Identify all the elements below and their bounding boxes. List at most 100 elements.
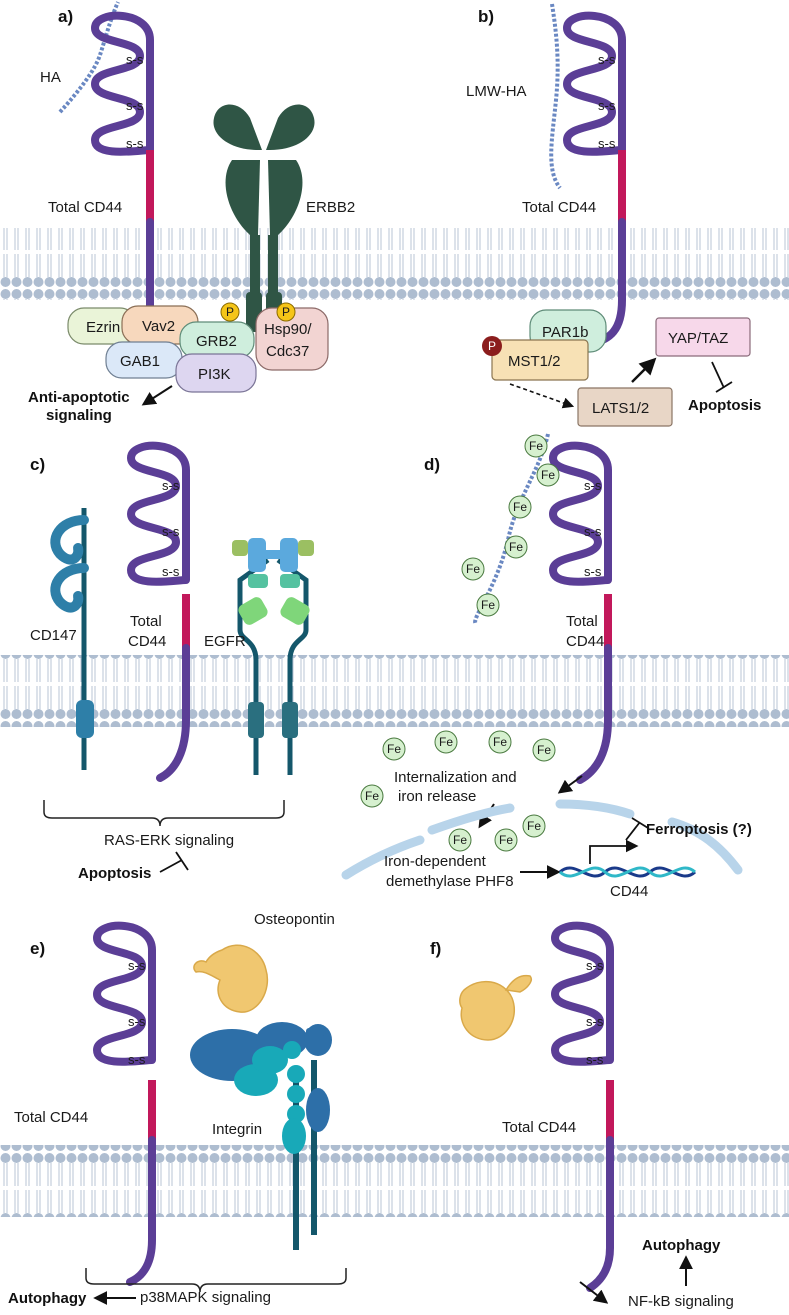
par1b-label: PAR1b — [542, 324, 588, 341]
ss-b2: s-s — [598, 98, 616, 113]
svg-text:Fe: Fe — [481, 598, 495, 612]
ferroptosis-label: Ferroptosis (?) — [646, 821, 752, 838]
fe-ion-3: Fe — [508, 495, 532, 519]
ss-f1: s-s — [586, 958, 604, 973]
ss-a3: s-s — [126, 136, 144, 151]
cd44-f — [550, 921, 614, 1292]
fe-ion-8: Fe — [434, 730, 458, 754]
phospho-a2-label: P — [282, 305, 290, 319]
fe-ion-9: Fe — [488, 730, 512, 754]
svg-text:Fe: Fe — [541, 468, 555, 482]
apoptosis-b: Apoptosis — [688, 397, 761, 414]
ha-label: HA — [40, 69, 61, 86]
cd44-c-label: CD44 — [128, 633, 166, 650]
fe-ion-6: Fe — [476, 593, 500, 617]
cd44-gene-label: CD44 — [610, 883, 648, 900]
ss-c3: s-s — [162, 564, 180, 579]
phospho-a1 — [220, 302, 240, 322]
arrow-d4 — [589, 839, 639, 864]
membrane-top — [0, 228, 789, 300]
lmw-ha-label: LMW-HA — [466, 83, 527, 100]
membrane-bottom — [0, 1145, 789, 1217]
ss-f2: s-s — [586, 1014, 604, 1029]
bracket-e — [85, 1268, 347, 1293]
phf8-label2: demethylase PHF8 — [386, 873, 514, 890]
total-cd44-a: Total CD44 — [48, 199, 122, 216]
svg-text:Fe: Fe — [537, 743, 551, 757]
panel-label-c: c) — [30, 455, 45, 474]
ss-d1: s-s — [584, 478, 602, 493]
phf8-label1: Iron-dependent — [384, 853, 487, 870]
fe-ion-4: Fe — [504, 535, 528, 559]
membrane-middle — [0, 655, 789, 727]
nuclear-envelope — [341, 799, 743, 880]
ss-e1: s-s — [128, 958, 146, 973]
lmw-ha-chain — [549, 3, 562, 190]
ss-d3: s-s — [584, 564, 602, 579]
fe-ion-10: Fe — [532, 738, 556, 762]
yap-label: YAP/TAZ — [668, 330, 728, 347]
inhibit-c — [159, 851, 189, 873]
integrin-label: Integrin — [212, 1121, 262, 1138]
inhibit-d — [625, 817, 649, 841]
phospho-b — [482, 336, 502, 356]
total-c: Total — [130, 613, 162, 630]
svg-text:Fe: Fe — [509, 540, 523, 554]
osteopontin-blob-f — [459, 974, 532, 1041]
svg-text:Fe: Fe — [439, 735, 453, 749]
svg-text:Fe: Fe — [527, 819, 541, 833]
osteopontin-label: Osteopontin — [254, 911, 335, 928]
phospho-a1-label: P — [226, 305, 234, 319]
erbb2-label: ERBB2 — [306, 199, 355, 216]
autophagy-e: Autophagy — [8, 1290, 87, 1307]
svg-text:Fe: Fe — [453, 833, 467, 847]
cd147-label: CD147 — [30, 627, 77, 644]
fe-ion-13: Fe — [494, 828, 518, 852]
anti-apoptotic-label2: signaling — [46, 407, 112, 424]
apoptosis-c: Apoptosis — [78, 865, 151, 882]
phospho-b-label: P — [488, 339, 496, 353]
mst-box — [491, 339, 589, 381]
cd44-e — [92, 921, 156, 1286]
fe-ion-14: Fe — [522, 814, 546, 838]
ss-e2: s-s — [128, 1014, 146, 1029]
svg-text:Fe: Fe — [387, 742, 401, 756]
pi3k-label: PI3K — [198, 366, 231, 383]
arrow-d1 — [557, 775, 583, 794]
fe-ion-11: Fe — [360, 784, 384, 808]
total-cd44-b: Total CD44 — [522, 199, 596, 216]
integrin-receptor — [190, 1022, 332, 1250]
svg-text:Fe: Fe — [499, 833, 513, 847]
lats-label: LATS1/2 — [592, 400, 649, 417]
svg-text:Fe: Fe — [466, 562, 480, 576]
inhibit-b — [711, 361, 733, 393]
ha-chain-d — [473, 433, 550, 626]
internalization-label1: Internalization and — [394, 769, 517, 786]
arrow-a — [141, 385, 173, 406]
total-cd44-f: Total CD44 — [502, 1119, 576, 1136]
autophagy-f: Autophagy — [642, 1237, 721, 1254]
nfkb-label: NF-kB signaling — [628, 1293, 734, 1310]
mst-label: MST1/2 — [508, 353, 561, 370]
fe-ion-5: Fe — [461, 557, 485, 581]
arrow-b — [631, 357, 657, 383]
ss-c1: s-s — [162, 478, 180, 493]
ss-b3: s-s — [598, 136, 616, 151]
ezrin-label: Ezrin — [86, 319, 120, 336]
phospho-a2 — [276, 302, 296, 322]
hsp90-label2: Cdc37 — [266, 343, 309, 360]
lats-box — [577, 387, 673, 427]
yap-box — [655, 317, 751, 357]
fe-ion-12: Fe — [448, 828, 472, 852]
vav2-label: Vav2 — [142, 318, 175, 335]
internalization-label2: iron release — [398, 788, 476, 805]
anti-apoptotic-label1: Anti-apoptotic — [28, 389, 130, 406]
hsp90-label1: Hsp90/ — [264, 321, 312, 338]
cd44-d — [548, 441, 612, 784]
egfr-receptor — [232, 538, 314, 775]
ss-f3: s-s — [586, 1052, 604, 1067]
cd44-c — [126, 441, 190, 782]
arrow-f1 — [579, 1281, 609, 1304]
panel-label-f: f) — [430, 939, 441, 958]
